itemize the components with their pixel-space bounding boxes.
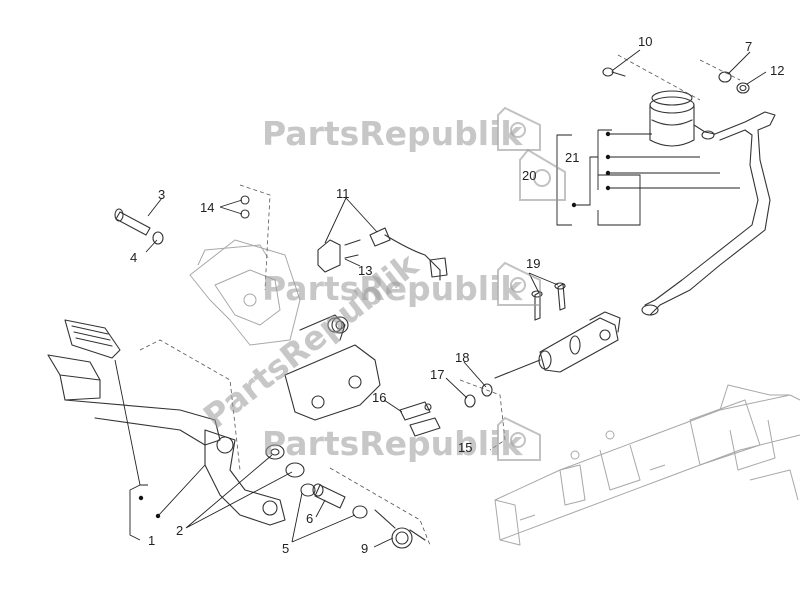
gear-icon xyxy=(497,106,541,151)
brake-pedal xyxy=(47,354,286,526)
washer-item-4 xyxy=(152,231,164,245)
watermark-3: PartsRepublik xyxy=(262,416,541,463)
callout-4: 4 xyxy=(130,250,137,265)
callout-17: 17 xyxy=(430,367,444,382)
callout-1: 1 xyxy=(148,533,155,548)
leader-lines xyxy=(114,49,767,548)
washer-item-7 xyxy=(718,71,732,83)
bolt-item-3 xyxy=(114,208,151,236)
dashed-group-spring xyxy=(329,467,431,546)
fluid-reservoir xyxy=(649,90,716,147)
clevis-item-16 xyxy=(399,401,441,437)
washer-item-18 xyxy=(481,383,493,397)
brake-switch-item-11 xyxy=(317,227,448,281)
callout-7: 7 xyxy=(745,39,752,54)
watermark-text: PartsRepublik xyxy=(262,114,523,153)
bushings-item-2 xyxy=(265,444,305,478)
pedal-bracket-plate xyxy=(189,239,301,346)
callout-11: 11 xyxy=(336,186,350,201)
callout-16: 16 xyxy=(372,390,386,405)
callout-10: 10 xyxy=(638,34,652,49)
callout-18: 18 xyxy=(455,350,469,365)
callout-2: 2 xyxy=(176,523,183,538)
callout-5: 5 xyxy=(282,541,289,556)
callout-9: 9 xyxy=(361,541,368,556)
dashed-group-bracket xyxy=(239,184,271,291)
dashed-group-bolts xyxy=(459,379,506,451)
callout-15: 15 xyxy=(458,440,472,455)
watermark-text: PartsRepublik xyxy=(262,424,523,463)
nut-near-bracket xyxy=(331,316,349,334)
callout-12: 12 xyxy=(770,63,784,78)
gear-icon xyxy=(497,416,541,461)
screw-item-10 xyxy=(602,67,626,77)
bolts-item-19 xyxy=(531,282,566,321)
callout-labels: 1 2 3 4 5 6 7 9 10 11 12 13 14 15 16 17 … xyxy=(130,34,784,556)
pivot-pin-item-6 xyxy=(312,483,346,509)
dashed-group-reservoir xyxy=(617,54,741,101)
washer-item-17 xyxy=(464,394,476,408)
nuts-item-14 xyxy=(240,195,250,219)
watermark-1: PartsRepublik xyxy=(262,106,541,153)
vehicle-frame-ghost xyxy=(494,384,801,546)
watermark-gear-center xyxy=(519,148,566,201)
pedal-rubber xyxy=(64,319,121,359)
callout-14: 14 xyxy=(200,200,214,215)
master-cylinder xyxy=(494,311,621,379)
gear-icon xyxy=(519,148,566,201)
callout-13: 13 xyxy=(358,263,372,278)
nut-item-12 xyxy=(736,82,750,94)
watermark-text: PartsRepublik xyxy=(262,269,523,308)
bracket-lines-reservoir xyxy=(556,129,740,226)
callout-21: 21 xyxy=(565,150,579,165)
washers-item-5 xyxy=(300,483,368,519)
dashed-group-pedal xyxy=(139,339,241,471)
callout-19: 19 xyxy=(526,256,540,271)
reservoir-hose xyxy=(641,111,776,316)
callout-20: 20 xyxy=(522,168,536,183)
watermark-2: PartsRepublik xyxy=(262,261,541,308)
callout-3: 3 xyxy=(158,187,165,202)
callout-6: 6 xyxy=(306,511,313,526)
return-spring-item-9 xyxy=(374,509,426,549)
gear-icon xyxy=(497,261,541,306)
